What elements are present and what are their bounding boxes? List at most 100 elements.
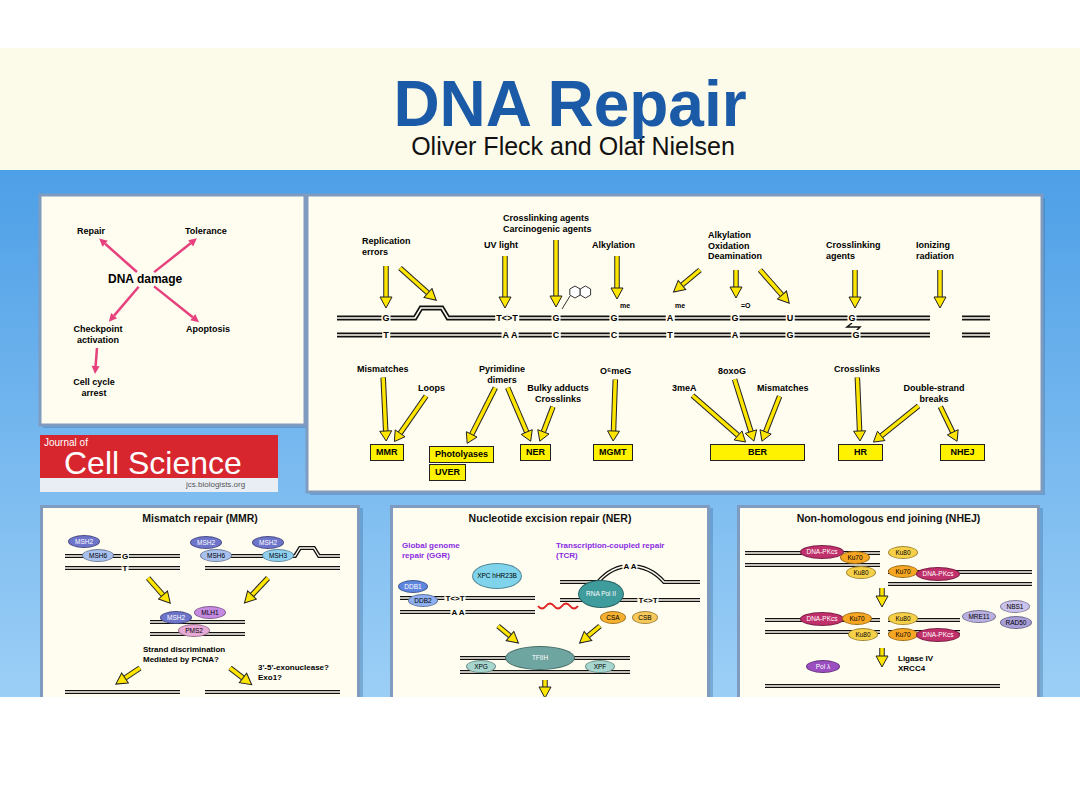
node-text: XPF	[594, 663, 607, 671]
arrow-head	[608, 431, 620, 441]
protein-ellipse: Ku70	[888, 565, 918, 578]
base-letter: =O	[741, 302, 751, 310]
node-text: Ku70	[849, 615, 864, 623]
note-label: Global genome repair (GGR)	[402, 541, 482, 560]
panel-title: Non-homologous end joining (NHEJ)	[740, 508, 1037, 524]
protein-ellipse: RAD50	[1000, 616, 1032, 629]
protein-ellipse: XPG	[466, 660, 496, 673]
note-label: Crosslinking agents	[826, 240, 892, 261]
protein-ellipse: MSH2	[252, 536, 284, 549]
pathway-arrow	[608, 379, 620, 441]
arrow-line	[857, 377, 859, 431]
panel: Non-homologous end joining (NHEJ) DNA-PKc…	[737, 505, 1040, 725]
pathway-arrow	[394, 396, 426, 442]
protein-ellipse: Ku70	[842, 612, 872, 625]
arrow-head	[760, 430, 771, 442]
arrow-head	[538, 430, 549, 441]
arrow-line	[613, 379, 615, 431]
node-text: MLH1	[201, 609, 218, 617]
base-letter: me	[675, 302, 685, 310]
node-text: Ku70	[847, 554, 862, 562]
base-letter: G	[381, 313, 390, 323]
poster-title: DNA Repair	[393, 72, 746, 136]
node-text: DNA damage	[108, 274, 182, 285]
pathway-box: NHEJ	[940, 444, 985, 461]
outcome-label: Apoptosis	[186, 324, 230, 335]
arrow-head	[947, 430, 958, 442]
node-text: Apoptosis	[186, 324, 230, 335]
note-label: Ionizing radiation	[916, 240, 968, 261]
node-text: Pyrimidine dimers	[474, 364, 530, 385]
pathway-arrow	[735, 379, 757, 441]
base-letter: G	[551, 313, 560, 323]
arrow-head	[394, 430, 405, 442]
base-letter: T<>T	[444, 594, 465, 603]
arrow-line	[766, 396, 780, 432]
outcome-label: DNA damage	[108, 274, 182, 285]
node-text: MSH2	[197, 539, 215, 547]
pathway-arrow	[940, 407, 958, 442]
node-text: Ku80	[895, 615, 910, 623]
protein-ellipse: MSH2	[68, 535, 100, 548]
node-text: MGMT	[599, 447, 627, 458]
base-letter: A A	[502, 330, 519, 340]
arrow-head	[109, 313, 117, 322]
arrow-line	[154, 243, 191, 272]
node-text: TFIIH	[532, 654, 548, 662]
pathway-arrow	[854, 377, 866, 441]
protein-ellipse: NBS1	[1000, 600, 1030, 613]
base-letter: G	[785, 330, 794, 340]
arrow-line	[692, 395, 738, 435]
note-label: Transcription-coupled repair (TCR)	[556, 541, 666, 560]
node-text: CSB	[638, 614, 651, 622]
arrow-line	[105, 244, 137, 272]
note-label: Alkylation Oxidation Deamination	[708, 230, 770, 262]
note-label: Strand discrimination Mediated by PCNA?	[143, 645, 251, 664]
protein-ellipse: Ku80	[888, 546, 918, 559]
node-text: Mismatches	[757, 383, 809, 394]
node-text: Checkpoint activation	[62, 324, 134, 345]
node-text: Cell cycle arrest	[66, 377, 122, 398]
base-letter: A	[731, 330, 740, 340]
node-text: MSH2	[259, 539, 277, 547]
node-text: Tolerance	[185, 226, 227, 237]
arrow-line	[543, 407, 553, 432]
node-text: Loops	[418, 383, 445, 394]
panel: Mismatch repair (MMR)MSH2MSH6MSH2MSH6MSH…	[40, 505, 360, 725]
protein-ellipse: RNA Pol II	[578, 580, 624, 608]
pathway-arrow	[538, 407, 553, 441]
protein-ellipse: MSH2	[190, 536, 222, 549]
protein-ellipse: MLH1	[194, 606, 226, 619]
node-text: O⁶meG	[600, 366, 631, 377]
node-text: Photolyases	[435, 449, 488, 460]
node-text: DDB1	[404, 583, 421, 591]
node-text: NBS1	[1007, 603, 1024, 611]
node-text: 3meA	[672, 383, 697, 394]
node-text: UVER	[435, 467, 460, 478]
node-text: MSH3	[269, 552, 287, 560]
outcome-arrow	[154, 286, 199, 322]
lesion-label: 8oxoG	[718, 366, 746, 377]
node-text: MMR	[376, 447, 398, 458]
note-label: Crosslinking agents Carcinogenic agents	[503, 213, 603, 234]
lesion-label: O⁶meG	[600, 366, 631, 377]
panel-title: Nucleotide excision repair (NER)	[393, 508, 707, 524]
arrow-line	[735, 379, 751, 431]
node-text: DNA-PKcs	[922, 570, 953, 578]
pathway-box: HR	[838, 444, 883, 461]
protein-ellipse: CSB	[632, 611, 658, 624]
page-ground	[0, 697, 1080, 810]
arrow-line	[400, 396, 426, 433]
note-label: Alkylation	[592, 240, 635, 251]
base-letter: G	[730, 313, 739, 323]
arrow-line	[613, 379, 615, 431]
protein-ellipse: DNA-PKcs	[916, 567, 960, 581]
arrow-line	[857, 377, 859, 431]
arrow-line	[692, 395, 738, 435]
node-text: XPG	[474, 663, 488, 671]
journal-logo: Journal ofCell Sciencejcs.biologists.org	[40, 435, 278, 492]
base-letter: A A	[622, 562, 637, 571]
node-text: Pol λ	[816, 663, 830, 671]
pathway-arrow	[873, 406, 918, 442]
outcome-label: Repair	[77, 226, 105, 237]
